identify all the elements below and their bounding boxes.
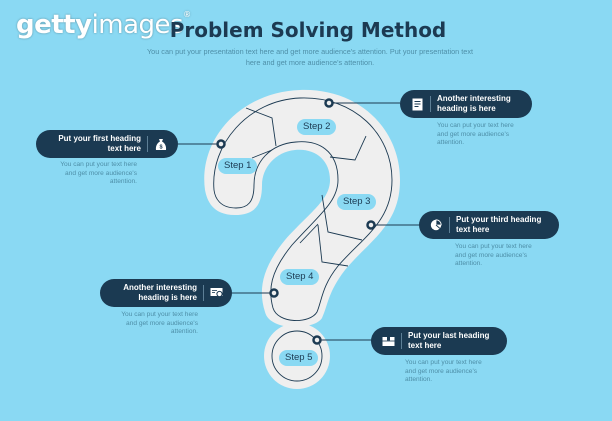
connector-dot-step-3 [366,220,376,230]
divider [449,217,450,233]
document-icon [410,97,424,111]
connector-dot-step-4 [269,288,279,298]
desc-line: You can put your text here [455,243,532,250]
step-1-heading: Put your first heading text here [58,134,141,154]
step-3-heading-pill: Put your third heading text here [419,211,559,239]
desc-line: attention. [109,178,137,186]
divider [147,136,148,152]
step-3-heading-line-1: Put your third heading [456,215,542,224]
divider [430,96,431,112]
desc-line: and get more audience's [455,251,528,259]
step-3-label: Step 3 [337,194,377,210]
step-4-heading-line-2: heading is here [138,293,197,302]
desc-line: attention. [405,376,433,384]
desc-line: and get more audience's [125,319,198,327]
connector-dot-step-2 [324,98,334,108]
step-3-heading-line-2: text here [456,225,490,234]
step-1-heading-line-2: text here [107,144,141,153]
desc-line: attention. [170,328,198,336]
desc-line: attention. [437,139,465,147]
logo-bold-text: getty [16,10,92,40]
desc-line: You can put your text here [121,311,198,318]
desc-line: You can put your text here [437,122,514,129]
step-5-heading-line-1: Put your last heading [408,331,490,340]
step-1-heading-line-1: Put your first heading [58,134,141,143]
step-2-label: Step 2 [297,119,337,135]
connector-dot-step-5 [312,335,322,345]
step-1-description: You can put your text here and get more … [42,161,137,187]
getty-images-logo: gettyimages® [16,10,191,40]
step-4-heading-line-1: Another interesting [123,283,197,292]
step-1-heading-pill: Put your first heading text here $ [36,130,178,158]
pie-chart-icon [429,218,443,232]
desc-line: and get more audience's [64,169,137,177]
step-5-label: Step 5 [279,350,319,366]
step-2-heading-pill: Another interesting heading is here [400,90,532,118]
step-4-label: Step 4 [280,269,320,285]
certificate-icon [210,286,224,300]
logo-light-text: images [91,10,184,40]
registered-mark: ® [183,10,191,19]
package-icon [381,334,395,348]
step-1-label: Step 1 [218,158,258,174]
connector-dot-step-1 [216,139,226,149]
step-2-heading-line-2: heading is here [437,104,496,113]
desc-line: You can put your text here [60,161,137,168]
step-4-description: You can put your text here and get more … [103,311,198,337]
desc-line: and get more audience's [437,130,510,138]
step-2-heading: Another interesting heading is here [437,94,511,114]
desc-line: You can put your text here [405,359,482,366]
step-5-description: You can put your text here and get more … [405,359,500,385]
step-5-heading-pill: Put your last heading text here [371,327,507,355]
step-3-description: You can put your text here and get more … [455,243,550,269]
divider [203,285,204,301]
step-2-description: You can put your text here and get more … [437,122,532,148]
desc-line: attention. [455,260,483,268]
desc-line: and get more audience's [405,367,478,375]
money-bag-icon: $ [154,137,168,151]
step-5-heading-line-2: text here [408,341,442,350]
step-4-heading-pill: Another interesting heading is here [100,279,232,307]
step-2-heading-line-1: Another interesting [437,94,511,103]
divider [401,333,402,349]
step-4-heading: Another interesting heading is here [123,283,197,303]
page-title: Problem Solving Method [169,18,447,42]
svg-text:$: $ [159,144,162,150]
step-3-heading: Put your third heading text here [456,215,541,235]
step-5-heading: Put your last heading text here [408,331,489,351]
page-subtitle: You can put your presentation text here … [146,47,474,67]
